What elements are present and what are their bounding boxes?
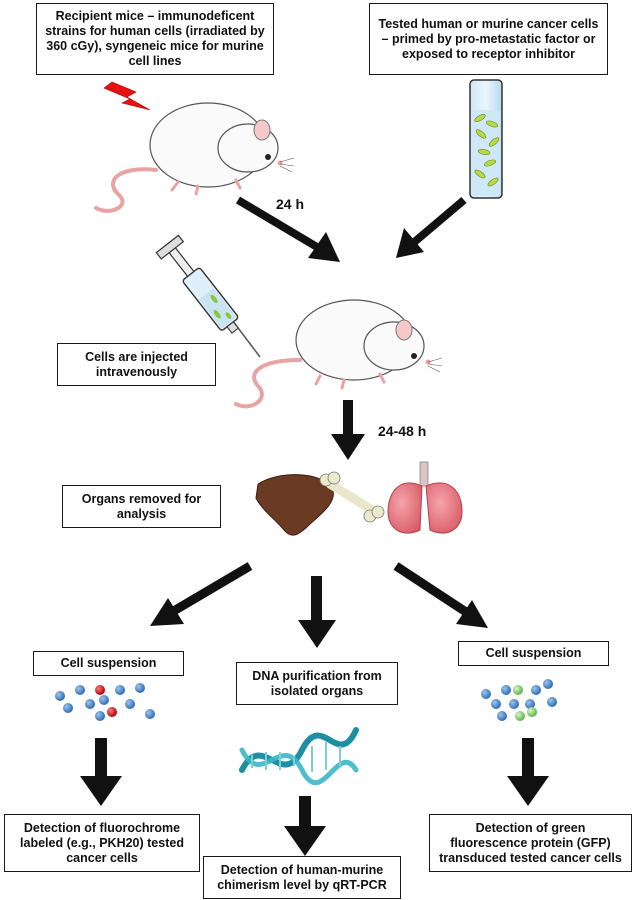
- cell-suspension-left-box: Cell suspension: [33, 651, 184, 676]
- tested-cells-box: Tested human or murine cancer cells – pr…: [369, 3, 608, 75]
- bone-icon: [319, 471, 385, 523]
- recipient-mice-box: Recipient mice – immunodeficent strains …: [36, 3, 274, 75]
- right-cell-cluster: [481, 679, 557, 721]
- irradiation-lightning-icon: [103, 81, 151, 111]
- lungs-icon: [387, 461, 463, 534]
- recipient-mouse-icon: [94, 102, 295, 213]
- arrows-top: [235, 196, 467, 262]
- detection-gfp-box: Detection of green fluorescence protein …: [429, 814, 632, 872]
- timing-24h-label: 24 h: [276, 196, 305, 212]
- dna-purification-box: DNA purification from isolated organs: [236, 662, 398, 705]
- organs-removed-box: Organs removed for analysis: [62, 485, 221, 528]
- detection-chimerism-box: Detection of human-murine chimerism leve…: [203, 856, 401, 899]
- injection-box: Cells are injected intravenously: [57, 343, 216, 386]
- cell-culture-tube-icon: [469, 79, 503, 199]
- liver-icon: [255, 474, 334, 536]
- syringe-icon: [155, 234, 261, 358]
- left-cell-cluster: [55, 683, 155, 721]
- timing-24-48h-label: 24-48 h: [378, 423, 427, 439]
- cell-suspension-right-box: Cell suspension: [458, 641, 609, 666]
- dna-helix-icon: [239, 727, 359, 786]
- arrows-bottom: [80, 738, 549, 856]
- arrows-split: [150, 562, 488, 648]
- injected-mouse-icon: [234, 299, 443, 409]
- arrow-down-1: [331, 400, 365, 460]
- detection-fluorochrome-box: Detection of fluorochrome labeled (e.g.,…: [4, 814, 200, 872]
